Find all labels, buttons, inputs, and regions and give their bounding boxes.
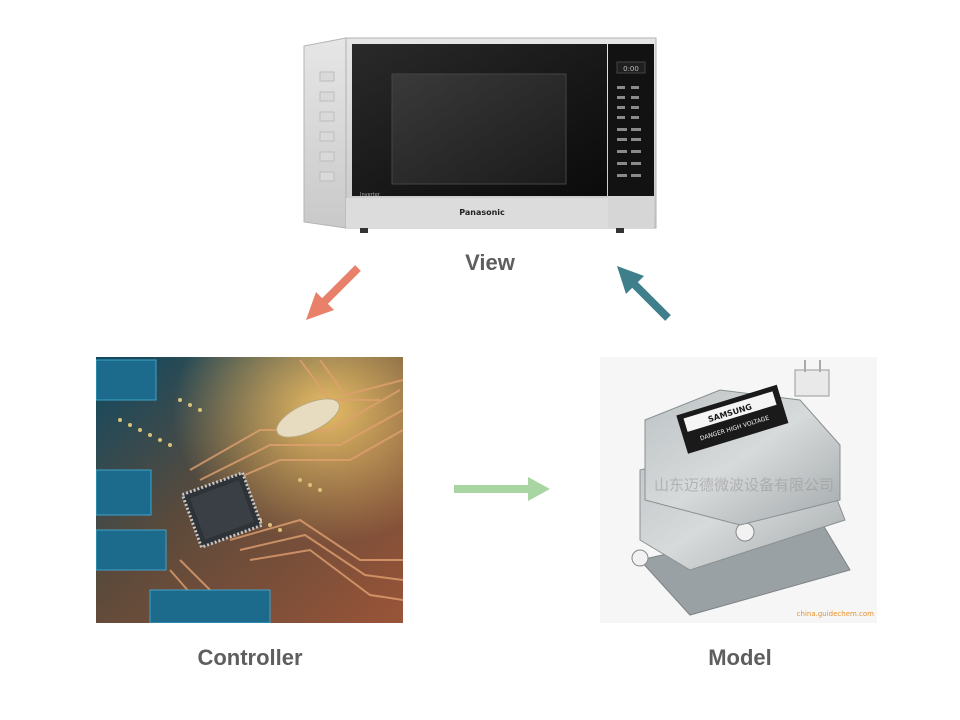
watermark-text: 山东迈德微波设备有限公司 xyxy=(654,476,834,494)
arrow-view-to-controller xyxy=(306,265,361,320)
microwave-display: 0:00 xyxy=(623,65,639,73)
image-credit: china.guidechem.com xyxy=(797,610,875,618)
arrow-model-to-view xyxy=(617,266,671,321)
controller-label: Controller xyxy=(197,645,303,670)
model-label: Model xyxy=(708,645,772,670)
arrow-controller-to-model xyxy=(454,477,550,501)
microwave-badge: Inverter xyxy=(360,192,381,198)
microwave-brand: Panasonic xyxy=(459,208,505,217)
view-label: View xyxy=(465,250,515,275)
